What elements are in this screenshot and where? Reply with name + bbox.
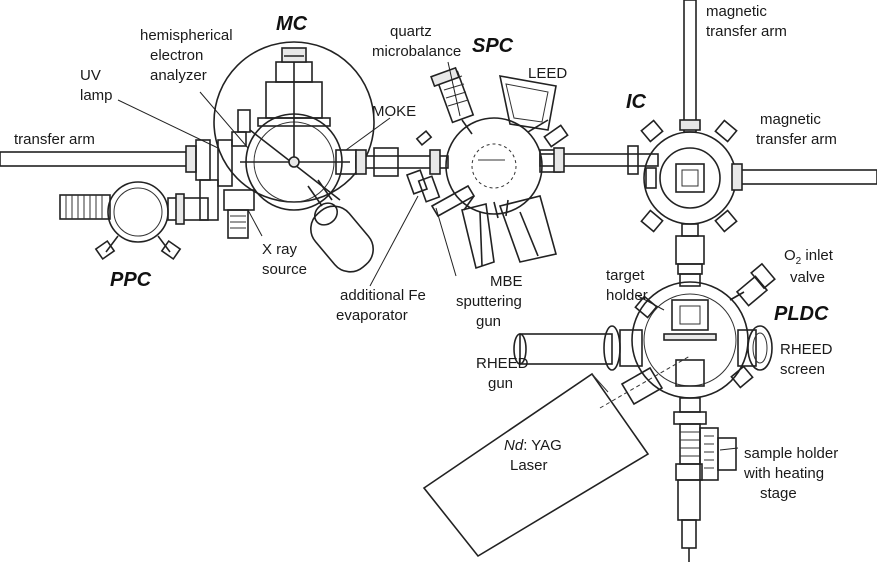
ppc-bellows bbox=[59, 194, 111, 220]
label-o2-inlet: O2 inlet bbox=[784, 247, 834, 267]
mc-spc-tube bbox=[355, 129, 449, 203]
label-hemispherical-2: electron bbox=[150, 47, 203, 64]
leader-lines bbox=[117, 61, 739, 451]
o2-inlet-valve bbox=[729, 262, 776, 307]
spc-ic-tube bbox=[539, 145, 659, 175]
leed bbox=[498, 75, 557, 131]
label-uv-1: UV bbox=[80, 67, 101, 84]
label-quartz-2: microbalance bbox=[372, 43, 461, 60]
label-valve: valve bbox=[790, 269, 825, 286]
label-moke: MOKE bbox=[372, 103, 416, 120]
label-pldc: PLDC bbox=[774, 303, 829, 325]
label-mbe: MBE bbox=[490, 273, 523, 290]
label-laser-1: Nd: YAG bbox=[504, 437, 562, 454]
quartz-microbalance bbox=[430, 66, 475, 135]
label-magnetic-top-1: magnetic bbox=[706, 3, 767, 20]
label-sputtering-2: gun bbox=[476, 313, 501, 330]
label-sample-2: with heating bbox=[743, 465, 824, 482]
label-transfer-arm: transfer arm bbox=[14, 131, 95, 148]
spc-chamber bbox=[430, 66, 569, 270]
label-hemispherical-3: analyzer bbox=[150, 67, 207, 84]
label-target-1: target bbox=[606, 267, 645, 284]
xray-source bbox=[307, 179, 374, 273]
label-rheed-gun-2: gun bbox=[488, 375, 513, 392]
label-magnetic-top-2: transfer arm bbox=[706, 23, 787, 40]
label-spc: SPC bbox=[472, 35, 514, 57]
label-magnetic-right-1: magnetic bbox=[760, 111, 821, 128]
o2-o: O bbox=[784, 247, 796, 264]
label-sample-3: stage bbox=[760, 485, 797, 502]
label-additional-fe-2: evaporator bbox=[336, 307, 408, 324]
label-magnetic-right-2: transfer arm bbox=[756, 131, 837, 148]
ppc-chamber bbox=[59, 179, 219, 261]
label-rheed-gun-1: RHEED bbox=[476, 355, 529, 372]
pldc-chamber bbox=[513, 262, 776, 562]
ic-chamber bbox=[640, 0, 877, 275]
label-target-2: holder bbox=[606, 287, 648, 304]
o2-sub: 2 bbox=[796, 256, 802, 267]
label-ic: IC bbox=[626, 91, 647, 113]
label-leed: LEED bbox=[528, 65, 567, 82]
label-xray-2: source bbox=[262, 261, 307, 278]
label-rheed-screen-2: screen bbox=[780, 361, 825, 378]
o2-rest: inlet bbox=[801, 247, 834, 264]
label-hemispherical-1: hemispherical bbox=[140, 27, 233, 44]
mc-chamber bbox=[213, 41, 375, 239]
labels: MC SPC IC PPC PLDC hemispherical electro… bbox=[14, 3, 838, 502]
label-sputtering-1: sputtering bbox=[456, 293, 522, 310]
label-quartz-1: quartz bbox=[390, 23, 432, 40]
label-mc: MC bbox=[276, 13, 308, 35]
nd-yag-laser bbox=[422, 372, 650, 558]
laser-nd: Nd bbox=[504, 437, 524, 454]
label-uv-2: lamp bbox=[80, 87, 113, 104]
label-sample-1: sample holder bbox=[744, 445, 838, 462]
laser-yag: : YAG bbox=[523, 437, 562, 454]
label-laser-2: Laser bbox=[510, 457, 548, 474]
label-xray-1: X ray bbox=[262, 241, 298, 258]
label-rheed-screen-1: RHEED bbox=[780, 341, 833, 358]
label-ppc: PPC bbox=[110, 269, 152, 291]
mbe bbox=[461, 195, 557, 270]
label-additional-fe-1: additional Fe bbox=[340, 287, 426, 304]
